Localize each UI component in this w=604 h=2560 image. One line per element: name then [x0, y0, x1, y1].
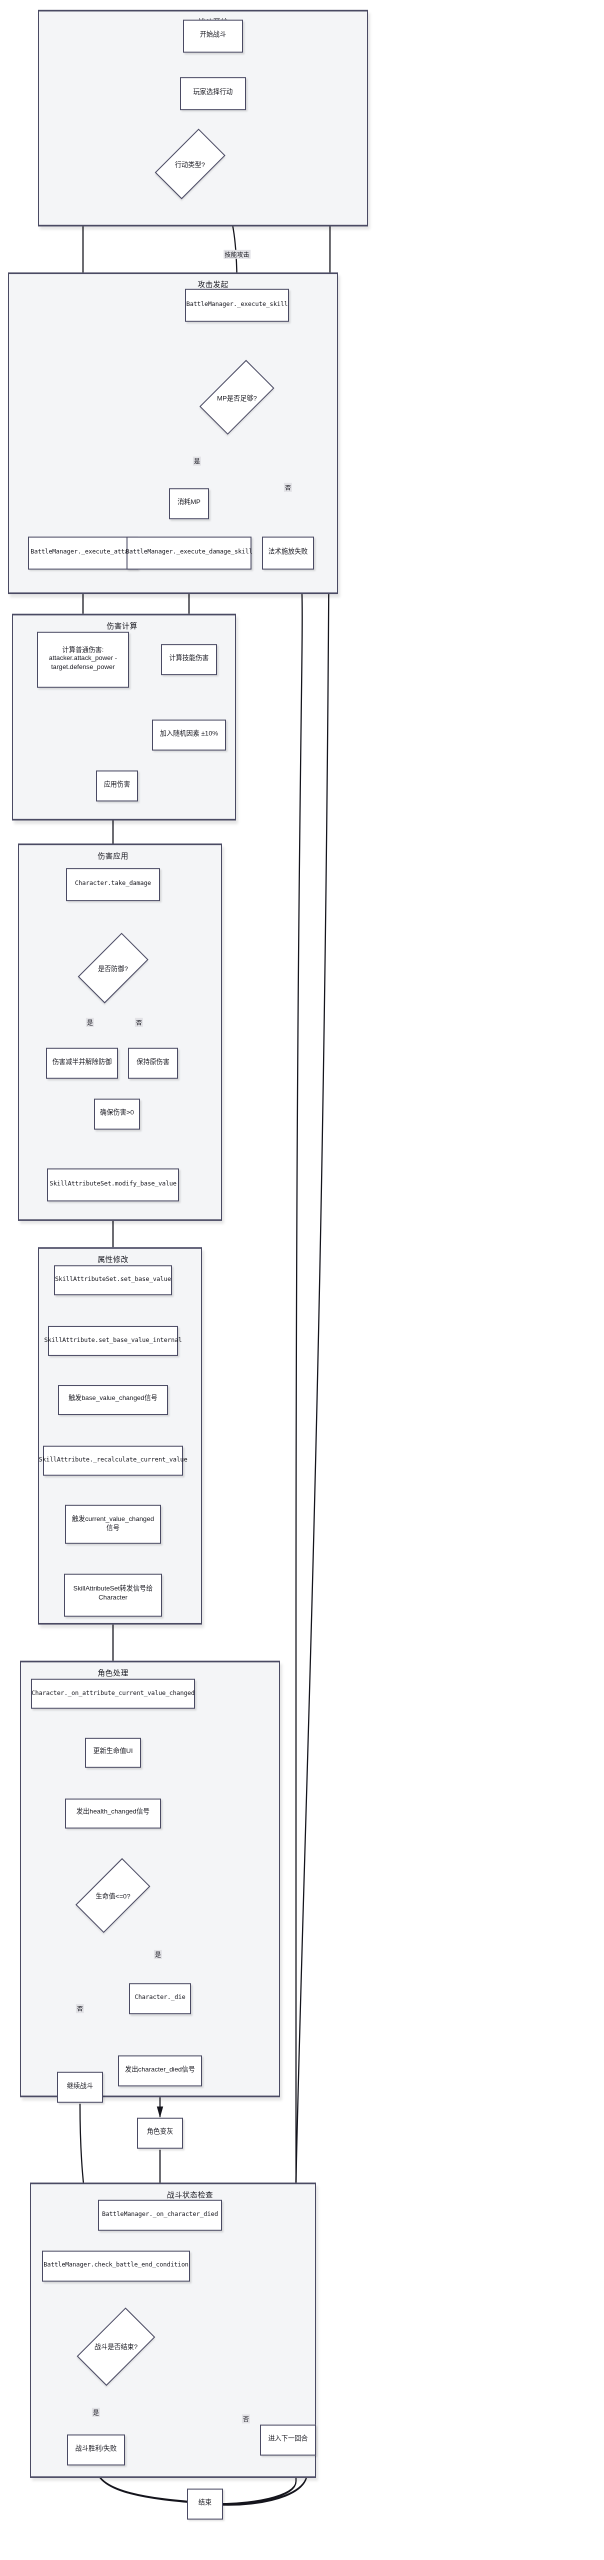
node-apply-damage[interactable]: 应用伤害: [96, 770, 138, 802]
node-next-turn[interactable]: 进入下一回合: [260, 2424, 316, 2456]
node-emit-base-value-changed[interactable]: 触发base_value_changed信号: [58, 1385, 168, 1415]
edge-label-defend-yes: 是: [85, 1017, 95, 1027]
node-add-random-factor[interactable]: 加入随机因素 ±10%: [152, 719, 226, 751]
node-halve-damage[interactable]: 伤害减半并解除防御: [46, 1047, 118, 1079]
edge-label-mp-yes: 是: [192, 456, 202, 466]
node-battle-end[interactable]: 战斗是否结束?: [76, 2307, 156, 2386]
node-keep-damage[interactable]: 保持原伤害: [128, 1047, 178, 1079]
node-on-character-died[interactable]: BattleManager._on_character_died: [98, 2199, 222, 2231]
edge-label-skill-attack: 技能攻击: [223, 249, 251, 259]
subgraph-attack-initiate-title: 攻击发起: [197, 280, 229, 290]
node-set-base-value[interactable]: SkillAttributeSet.set_base_value: [54, 1265, 172, 1295]
node-health-le-zero[interactable]: 生命值<=0?: [75, 1858, 151, 1933]
node-check-battle-end-condition[interactable]: BattleManager.check_battle_end_condition: [42, 2250, 190, 2282]
edge-label-mp-no: 否: [283, 482, 293, 492]
node-character-die[interactable]: Character._die: [129, 1983, 191, 2015]
node-skill-cast-failed[interactable]: 法术施放失败: [262, 536, 314, 570]
edge-label-health-yes: 是: [153, 1949, 163, 1959]
node-character-take-damage[interactable]: Character.take_damage: [66, 868, 160, 901]
health-le-zero-label: 生命值<=0?: [95, 1893, 131, 1901]
node-consume-mp[interactable]: 消耗MP: [169, 488, 209, 520]
node-battle-win-lose[interactable]: 战斗胜利/失败: [67, 2434, 125, 2466]
node-emit-current-value-changed[interactable]: 触发current_value_changed 信号: [65, 1504, 161, 1545]
node-continue-battle[interactable]: 继续战斗: [57, 2071, 103, 2103]
node-update-health-ui[interactable]: 更新生命值UI: [85, 1737, 141, 1768]
node-on-attribute-current-value-changed[interactable]: Character._on_attribute_current_value_ch…: [31, 1678, 195, 1709]
subgraph-damage-apply-title: 伤害应用: [97, 851, 129, 861]
edge-label-end-yes: 是: [91, 2407, 101, 2417]
subgraph-damage-calc-title: 伤害计算: [106, 621, 138, 631]
node-emit-health-changed[interactable]: 发出health_changed信号: [65, 1798, 161, 1829]
node-start-battle[interactable]: 开始战斗: [183, 19, 243, 53]
action-type-label: 行动类型?: [174, 162, 206, 170]
node-action-type[interactable]: 行动类型?: [154, 128, 226, 200]
node-calc-normal-damage[interactable]: 计算普通伤害: attacker.attack_power - target.d…: [37, 631, 129, 688]
node-forward-signal-to-character[interactable]: SkillAttributeSet转发信号给 Character: [64, 1573, 162, 1617]
edge-label-defend-no: 否: [134, 1017, 144, 1027]
node-execute-attack[interactable]: BattleManager._execute_attack: [28, 536, 138, 570]
node-execute-skill[interactable]: BattleManager._execute_skill: [185, 288, 289, 322]
node-mp-enough[interactable]: MP是否足够?: [199, 359, 275, 435]
node-is-defending[interactable]: 是否防御?: [77, 932, 149, 1004]
node-emit-character-died[interactable]: 发出character_died信号: [118, 2055, 202, 2087]
node-finish[interactable]: 结束: [187, 2488, 223, 2520]
mp-enough-label: MP是否足够?: [217, 395, 257, 403]
subgraph-attribute-modify: [38, 1247, 202, 1625]
node-execute-damage-skill[interactable]: BattleManager._execute_damage_skill: [126, 536, 253, 570]
subgraph-attribute-modify-title: 属性修改: [97, 1254, 129, 1264]
node-ensure-damage-positive[interactable]: 确保伤害>0: [94, 1098, 140, 1130]
battle-end-label: 战斗是否结束?: [94, 2344, 138, 2352]
subgraph-role-handling: [20, 1660, 280, 2098]
edge-label-end-no: 否: [241, 2414, 251, 2424]
node-modify-base-value[interactable]: SkillAttributeSet.modify_base_value: [47, 1168, 179, 1202]
node-recalculate-current-value[interactable]: SkillAttribute._recalculate_current_valu…: [39, 1445, 187, 1476]
subgraph-damage-apply: [18, 843, 222, 1221]
edge-label-health-no: 否: [75, 2004, 85, 2014]
subgraph-battle-state-check-title: 战斗状态检查: [166, 2190, 214, 2200]
node-player-choose-action[interactable]: 玩家选择行动: [180, 77, 246, 110]
node-set-base-value-internal[interactable]: SkillAttribute.set_base_value_internal: [44, 1325, 182, 1356]
is-defending-label: 是否防御?: [97, 966, 129, 974]
subgraph-role-handling-title: 角色处理: [97, 1668, 129, 1678]
node-calc-skill-damage[interactable]: 计算技能伤害: [161, 644, 217, 676]
node-character-turn-gray[interactable]: 角色变灰: [137, 2117, 183, 2149]
